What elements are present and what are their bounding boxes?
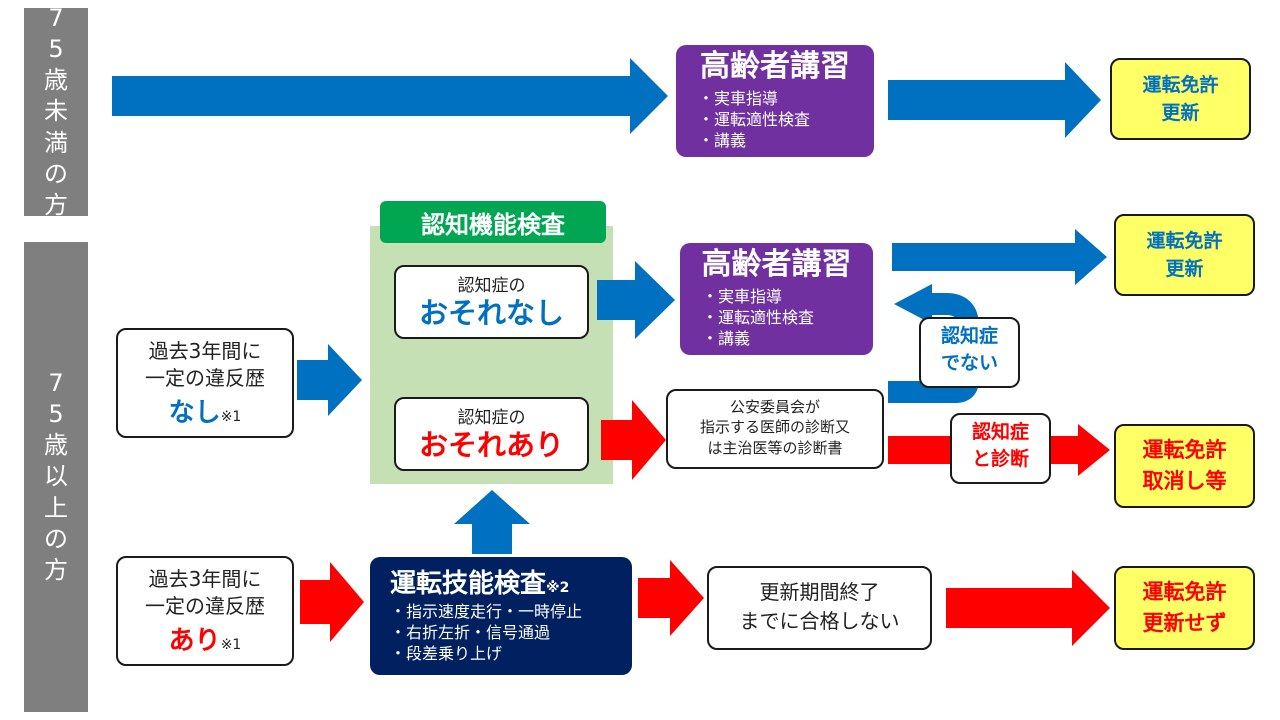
side-label-over75-text: 75歳以上の方 bbox=[44, 368, 68, 584]
arrow-violation-none-to-test bbox=[297, 344, 362, 416]
renew-box-under75: 運転免許更新 bbox=[1110, 58, 1251, 140]
driving-test-item: ・指示速度走行・一時停止 bbox=[390, 602, 583, 621]
diagnosis-box: 公安委員会が 指示する医師の診断又 は主治医等の診断書 bbox=[666, 389, 884, 469]
arrow-fail-to-no-renew bbox=[946, 570, 1110, 646]
driving-test-box: 運転技能検査※2 ・指示速度走行・一時停止 ・右折左折・信号通過 ・段差乗り上げ bbox=[370, 557, 632, 675]
lecture-title: 高齢者講習 bbox=[701, 247, 852, 282]
no-renew-line2: 更新せず bbox=[1142, 611, 1227, 635]
arrow-lecture-top-to-renew bbox=[888, 62, 1101, 138]
lecture-item: ・運転適性検査 bbox=[702, 307, 815, 327]
violation-line1: 過去3年間に bbox=[148, 339, 262, 363]
dementia-diagnosis-box: 認知症 と診断 bbox=[950, 413, 1051, 484]
risk-none-line1: 認知症の bbox=[457, 276, 526, 296]
driving-test-item: ・段差乗り上げ bbox=[390, 643, 503, 663]
arrow-driving-to-fail bbox=[638, 560, 704, 636]
lecture-box-under75: 高齢者講習 ・実車指導 ・運転適性検査 ・講義 bbox=[676, 45, 874, 157]
violation-exists-box: 過去3年間に 一定の違反歴 あり※1 bbox=[116, 556, 294, 666]
risk-exists-box: 認知症の おそれあり bbox=[394, 397, 589, 471]
not-dementia-line2: でない bbox=[940, 351, 998, 374]
violation-line2: 一定の違反歴 bbox=[145, 594, 265, 618]
diagnosis-line1: 公安委員会が bbox=[729, 398, 820, 416]
not-dementia-line1: 認知症 bbox=[940, 325, 998, 347]
driving-test-note: ※2 bbox=[546, 580, 570, 596]
violation-line1: 過去3年間に bbox=[148, 567, 262, 591]
violation-note: ※1 bbox=[220, 409, 242, 425]
no-renew-line1: 運転免許 bbox=[1142, 579, 1227, 604]
arrow-no-risk-to-lecture bbox=[597, 261, 675, 339]
cognitive-test-label-text: 認知機能検査 bbox=[421, 210, 565, 239]
lecture-item: ・講義 bbox=[702, 328, 751, 348]
driving-test-item: ・右折左折・信号通過 bbox=[390, 622, 551, 642]
arrow-under75-to-lecture bbox=[112, 58, 668, 134]
revoke-line1: 運転免許 bbox=[1142, 437, 1227, 462]
arrow-risk-to-diagnosis bbox=[601, 400, 666, 480]
not-dementia-box: 認知症 でない bbox=[919, 317, 1020, 388]
violation-none-big: なし bbox=[168, 398, 221, 428]
lecture-box-over75: 高齢者講習 ・実車指導 ・運転適性検査 ・講義 bbox=[680, 243, 873, 355]
risk-exists-line1: 認知症の bbox=[457, 408, 526, 428]
diagnosis-line2: 指示する医師の診断又 bbox=[699, 418, 850, 437]
arrow-lecture-mid-to-renew bbox=[892, 229, 1107, 285]
renew-line2: 更新 bbox=[1165, 258, 1204, 280]
lecture-item: ・実車指導 bbox=[702, 287, 783, 306]
side-label-under75: 75歳未満の方 bbox=[24, 4, 88, 219]
revoke-box: 運転免許取消し等 bbox=[1114, 424, 1255, 508]
lecture-item: ・講義 bbox=[698, 130, 747, 150]
driving-test-title: 運転技能検査 bbox=[390, 569, 547, 599]
violation-note: ※1 bbox=[220, 637, 242, 653]
dementia-diag-line2: と診断 bbox=[971, 447, 1029, 470]
renew-box-over75: 運転免許更新 bbox=[1114, 214, 1255, 296]
lecture-item: ・実車指導 bbox=[698, 89, 779, 108]
arrow-violation-exists-to-driving bbox=[300, 562, 364, 642]
cognitive-test-label: 認知機能検査 bbox=[380, 201, 606, 243]
side-label-under75-text: 75歳未満の方 bbox=[44, 3, 68, 219]
risk-none-box: 認知症の おそれなし bbox=[394, 265, 589, 339]
diagnosis-line3: は主治医等の診断書 bbox=[707, 438, 843, 457]
dementia-diag-line1: 認知症 bbox=[971, 421, 1029, 443]
lecture-item: ・運転適性検査 bbox=[698, 109, 811, 129]
fail-line1: 更新期間終了 bbox=[759, 580, 880, 604]
arrow-driving-to-cognitive bbox=[454, 490, 530, 554]
violation-line2: 一定の違反歴 bbox=[145, 366, 265, 390]
side-label-over75: 75歳以上の方 bbox=[24, 242, 88, 712]
risk-none-line2: おそれなし bbox=[418, 296, 564, 330]
renew-line2: 更新 bbox=[1161, 102, 1200, 124]
no-renew-box: 運転免許更新せず bbox=[1114, 566, 1255, 650]
fail-box: 更新期間終了 までに合格しない bbox=[707, 566, 932, 650]
violation-none-box: 過去3年間に 一定の違反歴 なし※1 bbox=[116, 328, 294, 438]
risk-exists-line2: おそれあり bbox=[418, 428, 564, 462]
revoke-line2: 取消し等 bbox=[1142, 469, 1227, 493]
fail-line2: までに合格しない bbox=[739, 609, 900, 633]
lecture-title: 高齢者講習 bbox=[700, 49, 850, 84]
violation-exists-big: あり bbox=[168, 626, 221, 656]
renew-line1: 運転免許 bbox=[1146, 229, 1223, 252]
renew-line1: 運転免許 bbox=[1142, 73, 1219, 96]
